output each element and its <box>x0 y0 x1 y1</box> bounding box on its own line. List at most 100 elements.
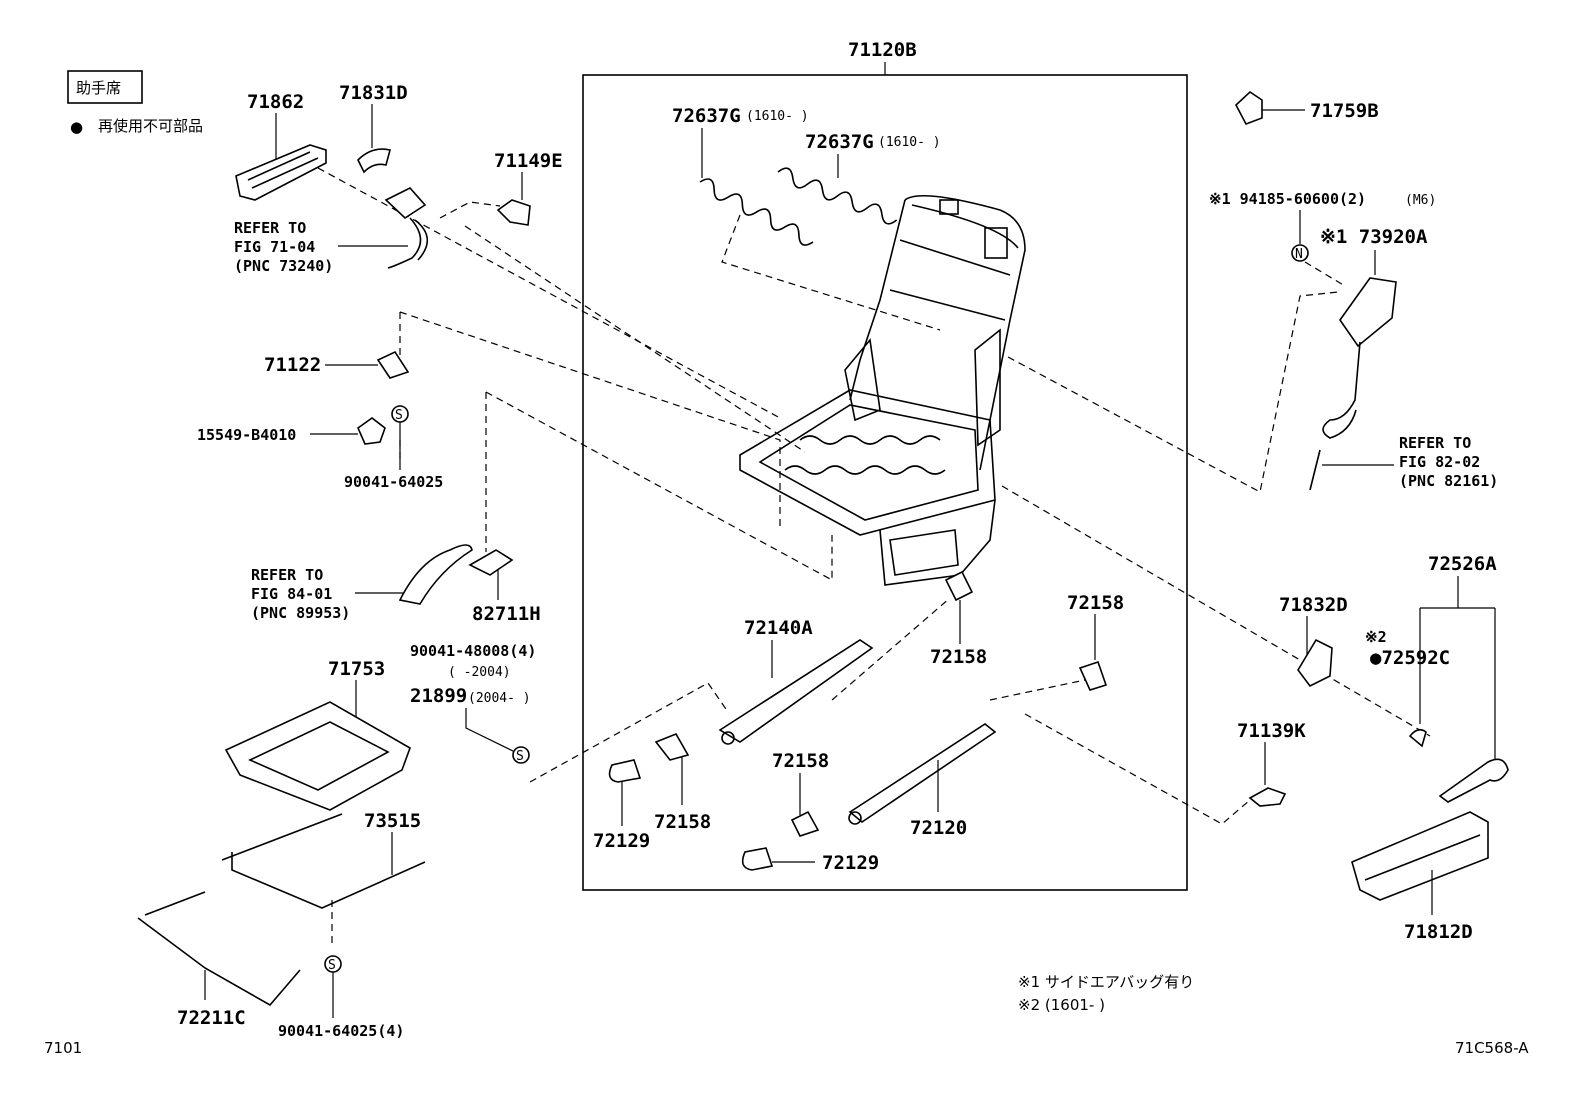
spec-94185-m6: (M6) <box>1405 193 1436 208</box>
part-71139K <box>1248 787 1287 807</box>
part-71862-ribs <box>247 151 319 189</box>
screw-symbol-letter: S <box>395 408 403 423</box>
refer-82-02-line1: REFER TO <box>1399 434 1471 452</box>
part-label-72158-d: 72158 <box>772 750 829 772</box>
part-label-71832D: 71832D <box>1279 594 1348 616</box>
wire-harness-part <box>398 544 473 605</box>
footer-figure-number: 7101 <box>44 1039 82 1057</box>
part-label-71812D: 71812D <box>1404 921 1473 943</box>
refer-84-01-line2: FIG 84-01 <box>251 585 332 603</box>
part-label-72158-c: 72158 <box>654 811 711 833</box>
part-72592C-clip <box>1408 728 1427 748</box>
part-label-71122: 71122 <box>264 354 321 376</box>
range-72637G-b: (1610- ) <box>878 135 941 150</box>
part-71831D <box>357 148 391 174</box>
dashed-link-73920A <box>1007 291 1339 493</box>
part-label-72211C: 72211C <box>177 1007 246 1029</box>
part-label-21899: 21899 <box>410 685 467 707</box>
part-label-90041-64025: 90041-64025 <box>344 473 443 491</box>
footer-illustration-code: 71C568-A <box>1455 1039 1529 1057</box>
seat-rail-72140A <box>718 639 874 743</box>
airbag-wire <box>1322 341 1361 439</box>
part-71759B <box>1235 90 1263 125</box>
note-side-airbag: ※1 サイドエアバッグ有り <box>1018 973 1194 991</box>
seatbelt-buckle-wire <box>387 217 422 269</box>
part-label-71120B: 71120B <box>848 39 917 61</box>
part-label-71753: 71753 <box>328 658 385 680</box>
part-label-71759B: 71759B <box>1310 100 1379 122</box>
part-72158-right <box>1078 660 1108 691</box>
part-72129-left <box>608 759 642 783</box>
seat-frame-assembly-box <box>582 74 1188 891</box>
seat-position-box <box>67 70 143 104</box>
refer-84-01-line3: (PNC 89953) <box>251 604 350 622</box>
part-71862 <box>235 144 327 201</box>
refer-71-04-line1: REFER TO <box>234 219 306 237</box>
part-label-82711H: 82711H <box>472 603 541 625</box>
leader-72526A <box>1419 576 1496 760</box>
part-73920A-airbag <box>1339 277 1397 348</box>
seat-rail-72120 <box>848 723 997 823</box>
part-82711H <box>468 549 514 576</box>
dashed-link-94185 <box>1304 261 1346 287</box>
seat-frame-drawing <box>739 195 1026 586</box>
part-label-72526A: 72526A <box>1428 553 1497 575</box>
part-label-72129-a: 72129 <box>593 830 650 852</box>
part-72129-bottom <box>741 847 774 871</box>
part-label-90041-48008: 90041-48008(4) <box>410 642 536 660</box>
dashed-link-71832D <box>1001 485 1431 737</box>
part-label-73515: 73515 <box>364 810 421 832</box>
part-label-90041-64025-4: 90041-64025(4) <box>278 1022 404 1040</box>
seat-spring-72637G-a <box>699 178 814 246</box>
leader-21899 <box>465 708 516 753</box>
part-71753-tray-inner <box>248 721 390 791</box>
part-label-72158-a: 72158 <box>930 646 987 668</box>
part-label-72637G-a: 72637G <box>672 105 741 127</box>
refer-82-02-line3: (PNC 82161) <box>1399 472 1498 490</box>
part-label-72637G-b: 72637G <box>805 131 874 153</box>
dashed-link-spring <box>721 214 941 331</box>
part-label-73920A: ※1 73920A <box>1320 226 1428 248</box>
seatbelt-buckle-part <box>384 187 427 220</box>
part-71753-tray <box>224 701 411 811</box>
refer-71-04-line3: (PNC 73240) <box>234 257 333 275</box>
part-71812D-edge <box>1364 834 1481 881</box>
screw-symbol-letter-3: S <box>328 958 336 973</box>
part-15549-B4010 <box>357 417 386 445</box>
nut-symbol-letter: N <box>1295 247 1303 262</box>
seat-spring-72637G-b <box>777 167 898 225</box>
seat-rail-72140A-hole <box>721 731 735 745</box>
part-label-71139K: 71139K <box>1237 720 1306 742</box>
range-21899: (2004- ) <box>468 691 531 706</box>
part-73515-rod <box>221 813 426 909</box>
part-72211C-rod <box>137 917 301 1007</box>
note-date-range: ※2 (1601- ) <box>1018 996 1105 1014</box>
dashed-link-71862 <box>317 167 781 419</box>
nut-symbol-icon <box>1291 244 1309 262</box>
part-label-94185-60600: ※1 94185-60600(2) <box>1209 190 1366 208</box>
screw-symbol-icon-2 <box>512 746 530 764</box>
part-72158-top <box>944 570 974 602</box>
airbag-connector <box>1309 449 1321 491</box>
part-72158-bottom <box>790 810 820 837</box>
dashed-link-82711H <box>485 391 833 582</box>
range-72637G-a: (1610- ) <box>746 109 809 124</box>
seat-position-label: 助手席 <box>76 79 121 97</box>
dashed-link-71122 <box>399 311 781 528</box>
part-label-72592C: ●72592C <box>1370 647 1450 669</box>
part-72526A-lever <box>1438 758 1509 803</box>
part-72158-left <box>654 732 690 761</box>
dashed-link-71149E-frame <box>464 225 806 453</box>
screw-symbol-letter-2: S <box>516 749 524 764</box>
part-label-72120: 72120 <box>910 817 967 839</box>
part-label-15549-B4010: 15549-B4010 <box>197 426 296 444</box>
part-72211C-rod-end <box>144 891 206 916</box>
legend-bullet-icon: ● <box>70 118 83 136</box>
part-label-71862: 71862 <box>247 91 304 113</box>
part-label-72158-b: 72158 <box>1067 592 1124 614</box>
part-71122 <box>376 350 410 379</box>
refer-82-02-line2: FIG 82-02 <box>1399 453 1480 471</box>
part-71812D-trim <box>1351 811 1489 901</box>
part-label-72129-b: 72129 <box>822 852 879 874</box>
seatbelt-buckle-wire-b <box>414 219 429 261</box>
